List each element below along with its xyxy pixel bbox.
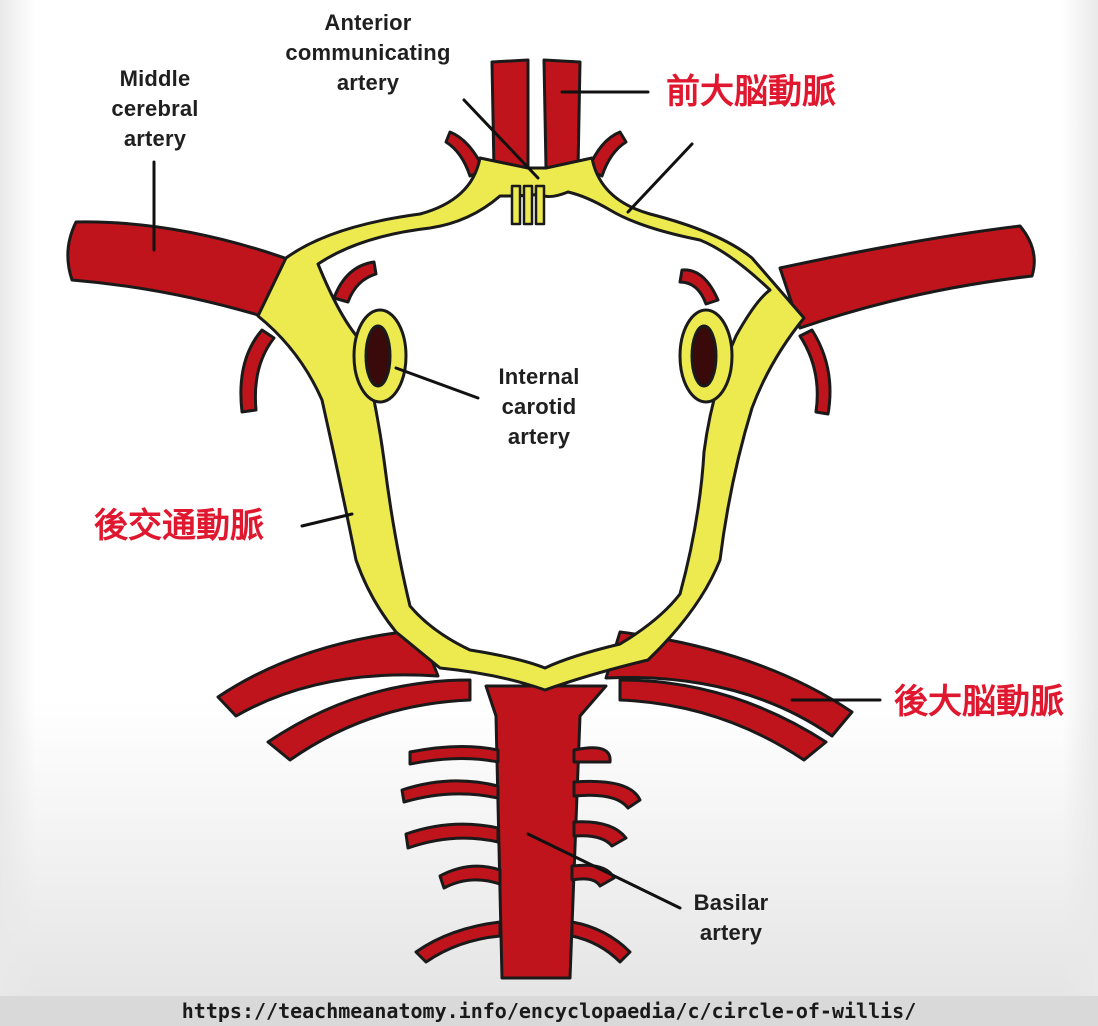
right-edge-shade — [1062, 0, 1098, 1026]
branch-left-lower — [239, 328, 276, 414]
posterior-cerebral-artery-left — [216, 628, 440, 718]
leader-internal-carotid — [394, 366, 480, 400]
internal-carotid-right — [678, 308, 734, 404]
pontine-branch-left-3 — [404, 822, 500, 850]
label-posterior-cerebral-artery-jp: 後大脳動脈 — [894, 682, 1064, 722]
anterior-branch-left — [444, 130, 486, 178]
leader-anterior-communicating — [462, 98, 540, 180]
source-url: https://teachmeanatomy.info/encyclopaedi… — [0, 996, 1098, 1026]
circle-ring — [256, 156, 806, 692]
left-edge-shade — [0, 0, 36, 1026]
pontine-branch-right-5 — [570, 920, 632, 964]
anterior-cerebral-artery-left — [490, 58, 530, 172]
internal-carotid-left — [352, 308, 408, 404]
posterior-cerebral-artery-right — [604, 630, 854, 738]
pontine-branch-right-2 — [572, 779, 642, 810]
branch-left-upper — [332, 260, 378, 304]
label-anterior-cerebral-artery-jp: 前大脳動脈 — [666, 72, 836, 112]
anterior-cerebral-artery-right — [542, 58, 582, 172]
anterior-branch-right — [586, 130, 628, 178]
label-internal-carotid-artery: Internal carotid artery — [498, 364, 580, 449]
posterior-branch-left — [266, 678, 472, 762]
middle-cerebral-artery-left — [66, 220, 298, 320]
leader-basilar — [526, 832, 682, 910]
posterior-branch-right — [618, 678, 828, 762]
pontine-branch-right-1 — [572, 746, 612, 764]
branch-right-lower — [798, 328, 832, 416]
branch-right-upper — [678, 268, 720, 306]
middle-cerebral-artery-right — [778, 224, 1036, 330]
pontine-branch-left-2 — [400, 779, 500, 804]
pontine-branch-right-4 — [570, 863, 616, 888]
label-posterior-communicating-artery-jp: 後交通動脈 — [94, 506, 264, 546]
pontine-branch-left-5 — [414, 920, 502, 964]
leader-anterior-cerebral-2 — [626, 142, 694, 214]
pontine-branch-left-4 — [438, 864, 502, 890]
label-anterior-communicating-artery: Anterior communicating artery — [285, 10, 451, 95]
anterior-communicating-segment — [510, 184, 546, 226]
leader-posterior-communicating — [300, 512, 354, 528]
pontine-branch-right-3 — [572, 820, 628, 848]
pontine-branch-left-1 — [408, 744, 500, 766]
label-middle-cerebral-artery: Middle cerebral artery — [111, 66, 199, 151]
label-basilar-artery: Basilar artery — [693, 890, 769, 945]
